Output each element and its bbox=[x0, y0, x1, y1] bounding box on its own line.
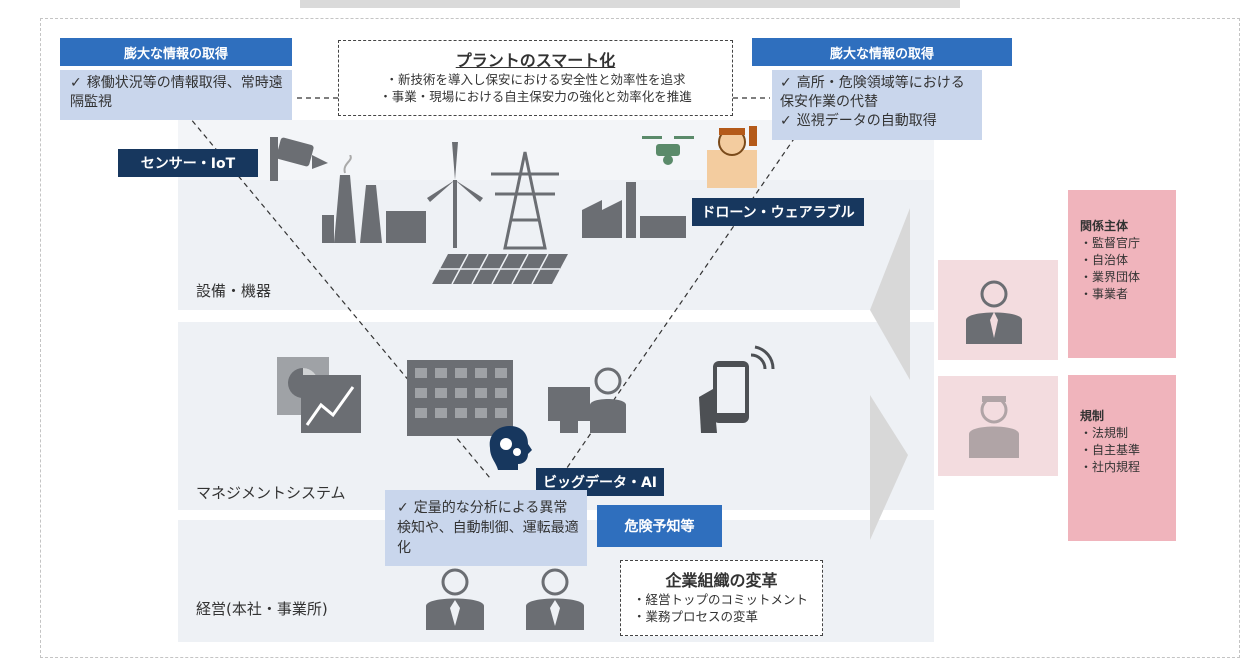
check-icon: ✓ bbox=[397, 500, 409, 516]
right-info-body: ✓高所・危険領域等における保安作業の代替 ✓巡視データの自動取得 bbox=[772, 70, 982, 140]
regulation-avatar-bg bbox=[938, 376, 1058, 476]
stakeholders-panel bbox=[1068, 190, 1176, 358]
camera-icon bbox=[270, 137, 328, 181]
plant-smart-title: プラントのスマート化 bbox=[455, 51, 616, 70]
building-icon bbox=[407, 360, 513, 436]
plant-smart-line-2: ・事業・現場における自主保安力の強化と効率化を推進 bbox=[379, 89, 692, 104]
plant-smart-box: プラントのスマート化 ・新技術を導入し保安における安全性と効率性を追求 ・事業・… bbox=[338, 40, 733, 116]
org-change-box: 企業組織の変革 ・経営トップのコミットメント ・業務プロセスの変革 bbox=[620, 560, 823, 636]
plant-smart-line-1: ・新技術を導入し保安における安全性と効率性を追求 bbox=[385, 72, 686, 87]
title-strip bbox=[300, 0, 960, 8]
org-change-line-2: ・業務プロセスの変革 bbox=[633, 609, 759, 624]
executive-icon bbox=[526, 568, 584, 630]
factory-icon bbox=[582, 182, 686, 238]
check-icon: ✓ bbox=[70, 75, 82, 91]
drone-icon bbox=[642, 136, 694, 165]
right-info-header: 膨大な情報の取得 bbox=[752, 38, 1012, 66]
regulation-item: ・法規制 bbox=[1080, 426, 1129, 440]
danger-prediction-tag: 危険予知等 bbox=[597, 505, 722, 547]
left-info-item: 稼働状況等の情報取得、常時遠隔監視 bbox=[70, 75, 283, 110]
regulation-item: ・自主基準 bbox=[1080, 443, 1141, 457]
analysis-item: 定量的な分析による異常検知や、自動制御、運転最適化 bbox=[397, 500, 579, 556]
check-icon: ✓ bbox=[780, 75, 792, 91]
power-plant-icon bbox=[322, 155, 426, 243]
band-label-management: マネジメントシステム bbox=[196, 484, 346, 502]
arrow-lower bbox=[870, 395, 908, 540]
stakeholder-item: ・監督官庁 bbox=[1080, 236, 1141, 250]
regulation-item: ・社内規程 bbox=[1080, 460, 1141, 474]
tag-bigdata-ai: ビッグデータ・AI bbox=[536, 468, 664, 496]
org-change-line-1: ・経営トップのコミットメント bbox=[633, 592, 809, 607]
regulations-text: 規制 ・法規制 ・自主基準 ・社内規程 bbox=[1080, 408, 1140, 476]
report-chart-icon bbox=[277, 357, 361, 433]
transmission-tower-icon bbox=[491, 151, 559, 250]
left-info-body: ✓稼働状況等の情報取得、常時遠隔監視 bbox=[60, 70, 292, 120]
worker-icon bbox=[707, 126, 757, 188]
ai-brain-icon bbox=[489, 426, 532, 470]
check-icon: ✓ bbox=[780, 113, 792, 129]
smartphone-icon bbox=[699, 345, 775, 433]
analysis-body: ✓定量的な分析による異常検知や、自動制御、運転最適化 bbox=[385, 490, 587, 566]
inspector-icon bbox=[969, 396, 1019, 458]
band-label-executive: 経営(本社・事業所) bbox=[196, 600, 328, 618]
office-worker-icon bbox=[548, 367, 626, 433]
stakeholder-item: ・業界団体 bbox=[1080, 270, 1141, 284]
band-label-equipment: 設備・機器 bbox=[196, 282, 272, 300]
regulations-panel bbox=[1068, 375, 1176, 541]
executive-icon bbox=[426, 568, 484, 630]
right-info-item-2: ✓巡視データの自動取得 bbox=[780, 113, 937, 129]
stakeholders-text: 関係主体 ・監督官庁 ・自治体 ・業界団体 ・事業者 bbox=[1080, 218, 1140, 303]
official-icon bbox=[966, 280, 1022, 344]
regulations-header: 規制 bbox=[1080, 409, 1105, 423]
right-info-item-1: ✓高所・危険領域等における保安作業の代替 bbox=[780, 75, 965, 110]
stakeholders-header: 関係主体 bbox=[1080, 219, 1129, 233]
left-info-header: 膨大な情報の取得 bbox=[60, 38, 292, 66]
arrow-upper bbox=[870, 208, 910, 380]
tag-drone-wearable: ドローン・ウェアラブル bbox=[692, 198, 864, 226]
tag-sensor-iot: センサー・IoT bbox=[118, 149, 258, 177]
solar-panel-icon bbox=[432, 253, 568, 285]
stakeholder-item: ・自治体 bbox=[1080, 253, 1129, 267]
org-change-title: 企業組織の変革 bbox=[665, 571, 778, 590]
stakeholder-item: ・事業者 bbox=[1080, 287, 1129, 301]
wind-turbine-icon bbox=[427, 142, 483, 248]
